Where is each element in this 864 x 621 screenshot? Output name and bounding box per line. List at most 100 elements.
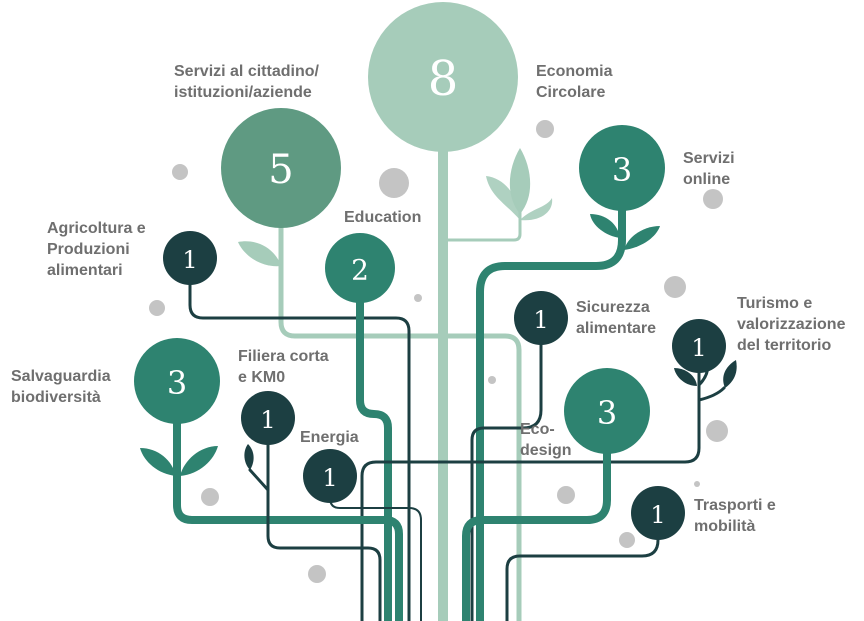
node-circle [368,2,518,152]
node-circle [134,338,220,424]
node-education: 2 [325,233,395,303]
leaf [238,241,281,267]
leaf [674,368,697,386]
label-trasporti: Trasporti e mobilità [694,495,776,537]
node-circle [564,368,650,454]
node-circle [241,391,295,445]
label-line: Servizi [683,150,735,167]
label-line: Trasporti e [694,497,776,514]
node-circle [514,291,568,345]
leaf [244,444,254,470]
node-number: 1 [322,464,337,492]
label-filiera-corta: Filiera corta e KM0 [238,346,329,388]
label-line: valorizzazione [737,316,846,333]
leaf [140,448,176,476]
node-circle [325,233,395,303]
node-number: 5 [268,147,293,193]
label-line: e KM0 [238,369,286,386]
node-number: 1 [650,501,665,529]
leaf [509,148,531,214]
node-circle [579,125,665,211]
dot [149,300,165,316]
node-servizi-cittadino: 5 [221,108,341,228]
node-salvaguardia: 3 [134,338,220,424]
branch-servizi-cittadino [278,197,522,621]
label-agricoltura: Agricoltura e Produzioni alimentari [47,218,146,281]
node-circle [221,108,341,228]
label-line: Produzioni [47,241,130,258]
label-line: Eco- [520,421,555,438]
dot [201,488,219,506]
node-number: 3 [167,364,187,402]
node-number: 8 [428,51,459,107]
dot [694,481,700,487]
decorative-dots [149,120,728,583]
label-turismo: Turismo e valorizzazione del territorio [737,293,845,356]
leaf [486,176,520,220]
node-circle [303,449,357,503]
branch-salvaguardia [173,374,403,621]
label-line: istituzioni/aziende [174,84,312,101]
node-number: 1 [260,406,275,434]
dot [664,276,686,298]
node-eco-design: 3 [564,368,650,454]
node-economia-circolare: 8 [368,2,518,152]
leaf [723,360,737,388]
label-line: del territorio [737,337,832,354]
dot [172,164,188,180]
label-line: design [520,442,572,459]
label-line: biodiversità [11,389,101,406]
node-number: 3 [612,151,632,189]
node-agricoltura: 1 [163,231,217,285]
label-line: alimentari [47,262,123,279]
node-circle [163,231,217,285]
leaf [590,214,620,238]
branch-education [356,262,392,621]
label-line: Economia [536,63,613,80]
node-number: 1 [691,334,706,362]
label-line: Circolare [536,84,606,101]
label-education: Education [344,207,421,228]
node-circle [631,486,685,540]
twig-turismo-2 [697,386,726,402]
dot [488,376,496,384]
category-nodes: 8 5 3 1 2 1 1 [134,2,726,540]
branch-eco-design [462,408,611,621]
label-salvaguardia: Salvaguardia biodiversità [11,366,111,408]
dot [414,294,422,302]
label-servizi-online: Servizi online [683,148,735,190]
label-line: Salvaguardia [11,368,111,385]
node-trasporti: 1 [631,486,685,540]
label-line: mobilità [694,518,756,535]
node-number: 1 [533,306,548,334]
label-energia: Energia [300,427,359,448]
label-sicurezza-alimentare: Sicurezza alimentare [576,297,656,339]
label-line: Servizi al cittadino/ [174,63,319,80]
twig-economia-circolare [441,210,522,242]
twig-filiera [248,468,270,492]
branch-agricoltura [188,256,411,621]
leaf [520,198,553,221]
label-eco-design: Eco- design [520,419,572,461]
node-turismo: 1 [672,319,726,373]
label-line: Education [344,209,422,226]
label-line: Sicurezza [576,299,650,316]
branch-trasporti [505,513,660,621]
label-line: Turismo e [737,295,813,312]
branch-turismo [360,344,701,621]
branches [173,115,726,621]
label-servizi-cittadino: Servizi al cittadino/ istituzioni/aziend… [174,61,319,103]
branch-filiera-corta [266,416,382,621]
label-line: Agricoltura e [47,220,146,237]
branch-sicurezza [470,316,543,621]
dot [619,532,635,548]
branch-servizi-online [476,161,626,621]
label-line: online [683,171,731,188]
leaf [180,446,218,476]
label-line: alimentare [576,320,657,337]
node-sicurezza-alimentare: 1 [514,291,568,345]
node-energia: 1 [303,449,357,503]
dot [308,565,326,583]
